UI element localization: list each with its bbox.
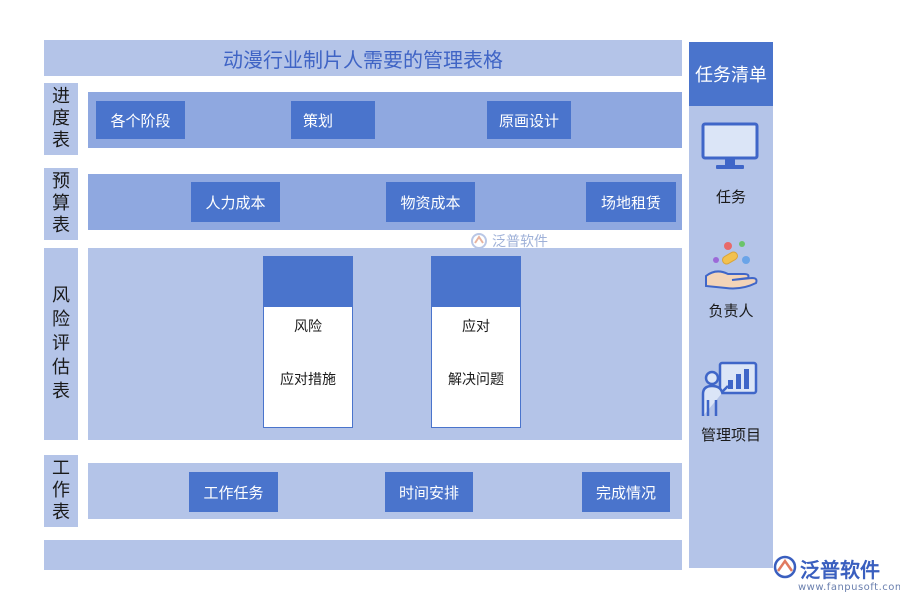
label-char: 估: [52, 357, 70, 378]
work-item-completion[interactable]: 完成情况: [582, 472, 670, 512]
label-char: 度: [52, 108, 70, 129]
card-header: [432, 257, 520, 307]
label-char: 预: [52, 171, 70, 192]
budget-item-venue-rent[interactable]: 场地租赁: [586, 182, 676, 222]
card-line1: 风险: [294, 319, 322, 335]
risk-card-measures[interactable]: 风险 应对措施: [263, 256, 353, 428]
risk-card-solutions[interactable]: 应对 解决问题: [431, 256, 521, 428]
card-line2: 应对措施: [280, 372, 336, 388]
label-char: 表: [52, 215, 70, 236]
label-char: 风: [52, 285, 70, 306]
label-char: 作: [52, 480, 70, 501]
budget-item-material-cost[interactable]: 物资成本: [386, 182, 475, 222]
label-char: 险: [52, 309, 70, 330]
work-item-schedule[interactable]: 时间安排: [385, 472, 473, 512]
monitor-icon: [700, 122, 760, 172]
work-table-label: 工 作 表: [44, 455, 78, 527]
label-char: 表: [52, 381, 70, 402]
brand-logo: 泛普软件 www.fanpusoft.com: [770, 552, 900, 596]
task-item-label: 任务: [715, 188, 746, 206]
budget-table-label: 预 算 表: [44, 168, 78, 240]
risk-band: [88, 248, 682, 440]
watermark: 泛普软件: [470, 230, 580, 252]
budget-item-labor-cost[interactable]: 人力成本: [191, 182, 280, 222]
brand-logo-icon: [773, 555, 797, 579]
brand-name: 泛普软件: [800, 558, 880, 582]
watermark-text: 泛普软件: [492, 234, 548, 250]
card-line2: 解决问题: [448, 372, 504, 388]
brand-url: www.fanpusoft.com: [798, 582, 900, 593]
card-header: [264, 257, 352, 307]
label-char: 评: [52, 333, 70, 354]
progress-table-label: 进 度 表: [44, 83, 78, 155]
label-char: 表: [52, 130, 70, 151]
title-bar: 动漫行业制片人需要的管理表格: [44, 40, 682, 76]
label-char: 工: [52, 458, 70, 479]
progress-item-stages[interactable]: 各个阶段: [96, 101, 185, 139]
label-char: 算: [52, 193, 70, 214]
progress-item-planning[interactable]: 策划: [291, 101, 375, 139]
card-line1: 应对: [462, 319, 490, 335]
progress-band: [88, 92, 682, 148]
work-item-tasks[interactable]: 工作任务: [189, 472, 278, 512]
label-char: 进: [52, 86, 70, 107]
bottom-bar: [44, 540, 682, 570]
hand-pills-icon: [702, 238, 760, 292]
page-title: 动漫行业制片人需要的管理表格: [223, 47, 503, 72]
presenter-chart-icon: [700, 360, 760, 418]
budget-band: [88, 174, 682, 230]
progress-item-art-design[interactable]: 原画设计: [487, 101, 571, 139]
task-list-header: 任务清单: [689, 42, 773, 106]
label-char: 表: [52, 502, 70, 523]
owner-item-label: 负责人: [708, 302, 754, 320]
risk-assessment-label: 风 险 评 估 表: [44, 248, 78, 440]
manage-project-item-label: 管理项目: [700, 426, 761, 444]
